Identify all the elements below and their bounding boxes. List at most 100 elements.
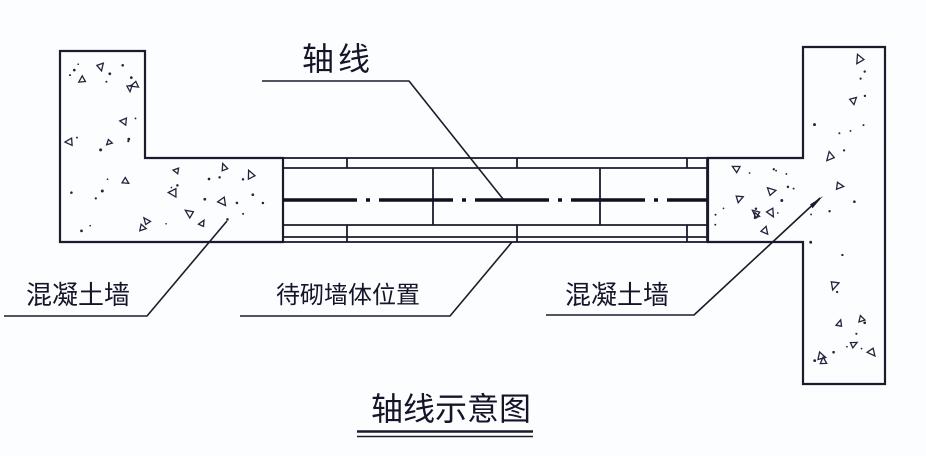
aggregate-dot xyxy=(241,178,245,181)
aggregate-dot xyxy=(832,350,835,354)
left-concrete-leader-line xyxy=(4,220,228,317)
aggregate-dot xyxy=(792,187,795,190)
aggregate-dot xyxy=(835,290,839,294)
aggregate-dot xyxy=(165,222,167,225)
aggregate-dot xyxy=(68,74,72,77)
brick-vertical-joints-middle xyxy=(432,168,601,225)
aggregate-dot xyxy=(108,72,112,76)
aggregate-dot xyxy=(810,213,813,216)
concrete-wall-label-right: 混凝土墙 xyxy=(565,280,669,310)
aggregate-triangle xyxy=(848,96,858,106)
arrowhead-icon xyxy=(810,196,823,209)
aggregate-dot xyxy=(235,201,239,205)
aggregate-dot xyxy=(77,63,80,66)
aggregate-dot xyxy=(251,193,255,197)
aggregate-dot xyxy=(121,64,124,67)
aggregate-dot xyxy=(105,80,108,83)
aggregate-dot xyxy=(70,191,73,194)
aggregate-dot xyxy=(863,70,866,73)
aggregate-triangle xyxy=(184,209,195,220)
aggregate-triangle xyxy=(125,84,134,94)
aggregate-dot xyxy=(846,345,848,348)
aggregate-dot xyxy=(129,76,133,79)
aggregate-dot xyxy=(722,207,725,210)
masonry-leader-line xyxy=(240,241,513,317)
aggregate-triangle xyxy=(865,347,876,358)
aggregate-dot xyxy=(785,172,788,175)
aggregate-dot xyxy=(853,200,856,203)
aggregate-triangle xyxy=(766,186,778,197)
aggregate-dot xyxy=(860,347,863,350)
aggregate-triangle xyxy=(731,165,742,174)
aggregate-triangle xyxy=(138,222,148,232)
aggregate-dot xyxy=(218,176,221,179)
aggregate-dot xyxy=(72,68,76,72)
aggregate-triangle xyxy=(856,53,866,65)
aggregate-dot xyxy=(176,184,179,187)
aggregate-triangle xyxy=(95,62,105,73)
aggregate-dot xyxy=(89,224,92,227)
aggregate-dot xyxy=(772,168,775,171)
aggregate-dot xyxy=(127,140,130,143)
aggregate-dot xyxy=(828,210,831,213)
aggregate-triangle xyxy=(197,218,205,228)
aggregate-dot xyxy=(841,253,844,257)
aggregate-dot xyxy=(106,178,109,181)
aggregate-dot xyxy=(776,212,779,214)
axis-label: 轴线 xyxy=(302,41,374,77)
concrete-wall-label-left: 混凝土墙 xyxy=(26,280,130,310)
aggregate-triangle xyxy=(765,207,775,219)
aggregate-triangle xyxy=(171,167,180,175)
aggregate-triangle xyxy=(819,355,828,365)
masonry-position-label: 待砌墙体位置 xyxy=(276,282,420,309)
aggregate-triangle xyxy=(77,74,87,83)
aggregate-dot xyxy=(813,123,816,127)
aggregate-dot xyxy=(748,172,751,174)
title-underline xyxy=(357,430,533,438)
aggregate-dot xyxy=(849,129,852,132)
aggregate-triangle xyxy=(751,209,761,220)
left-concrete-wall-shape xyxy=(58,49,285,244)
aggregate-dot xyxy=(855,332,858,335)
aggregate-triangle xyxy=(830,281,841,292)
brick-vertical-joints-top xyxy=(346,158,688,168)
aggregate-dot xyxy=(714,213,717,216)
aggregate-dot xyxy=(127,137,131,141)
brick-vertical-joints-bottom xyxy=(346,225,688,242)
aggregate-triangle xyxy=(221,162,229,172)
aggregate-dot xyxy=(76,136,78,139)
aggregate-triangle xyxy=(63,136,73,147)
aggregate-dot xyxy=(859,77,862,80)
aggregate-dot xyxy=(786,185,790,189)
aggregate-dot xyxy=(863,321,867,325)
concrete-texture xyxy=(63,53,876,365)
aggregate-triangle xyxy=(825,150,836,162)
aggregate-triangle xyxy=(835,181,846,191)
aggregate-dot xyxy=(838,132,841,135)
aggregate-dot xyxy=(94,197,97,200)
aggregate-dot xyxy=(226,218,229,221)
aggregate-triangle xyxy=(735,195,745,205)
brick-horizontal-joints xyxy=(283,167,707,238)
aggregate-dot xyxy=(207,177,211,181)
aggregate-triangle xyxy=(834,318,843,327)
aggregate-triangle xyxy=(247,168,257,181)
aggregate-dot xyxy=(862,124,865,127)
aggregate-dot xyxy=(203,197,207,201)
aggregate-dot xyxy=(780,199,784,202)
axis-leader-line xyxy=(262,80,504,200)
aggregate-dot xyxy=(99,148,103,152)
aggregate-dot xyxy=(100,189,104,193)
aggregate-triangle xyxy=(849,341,859,350)
aggregate-dot xyxy=(242,212,245,215)
aggregate-dot xyxy=(261,201,265,205)
aggregate-triangle xyxy=(118,117,128,127)
aggregate-dot xyxy=(754,207,758,210)
aggregate-triangle xyxy=(128,80,140,88)
aggregate-dot xyxy=(863,94,867,98)
aggregate-dot xyxy=(80,229,83,233)
right-concrete-leader-line xyxy=(546,197,821,316)
aggregate-dot xyxy=(813,359,817,363)
aggregate-dot xyxy=(170,186,173,189)
